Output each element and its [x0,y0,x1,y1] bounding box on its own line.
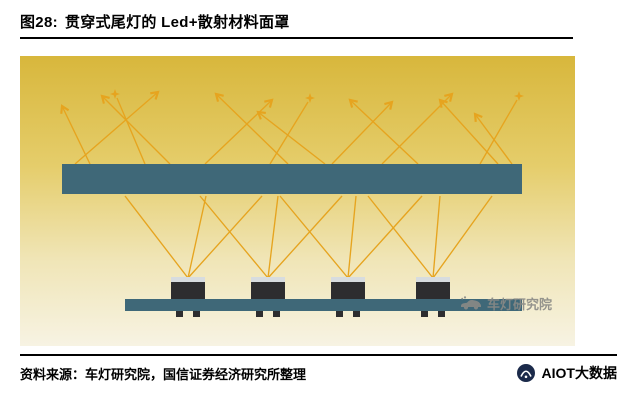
ray-sparkles [110,89,524,103]
figure-title: 贯穿式尾灯的 Led+散射材料面罩 [64,14,290,31]
pcb-bar [125,299,522,311]
diagram-area: 车灯研究院 [20,56,575,346]
brand-text: AIOT大数据 [541,365,617,381]
source-text: 资料来源：车灯研究院，国信证券经济研究所整理 [20,366,307,382]
led-package-1 [171,277,205,317]
led-diffuser-diagram [60,89,524,317]
light-rays-upper [60,90,518,165]
light-rays-lower [124,195,493,279]
led-package-3 [331,277,365,317]
car-icon [461,296,481,310]
led-package-4 [416,277,450,317]
aiot-logo-icon [516,364,535,382]
figure-caption: 图28: 贯穿式尾灯的 Led+散射材料面罩 [20,11,575,32]
footer: 资料来源：车灯研究院，国信证券经济研究所整理 AIOT大数据 [20,360,617,386]
watermark: 车灯研究院 [460,294,552,313]
figure-label: 图28: [20,14,58,31]
caption-divider [20,37,573,39]
brand: AIOT大数据 [516,363,617,383]
led-package-2 [251,277,285,317]
diffuser-panel [62,164,522,194]
footer-divider [20,354,617,356]
watermark-text: 车灯研究院 [487,297,553,312]
